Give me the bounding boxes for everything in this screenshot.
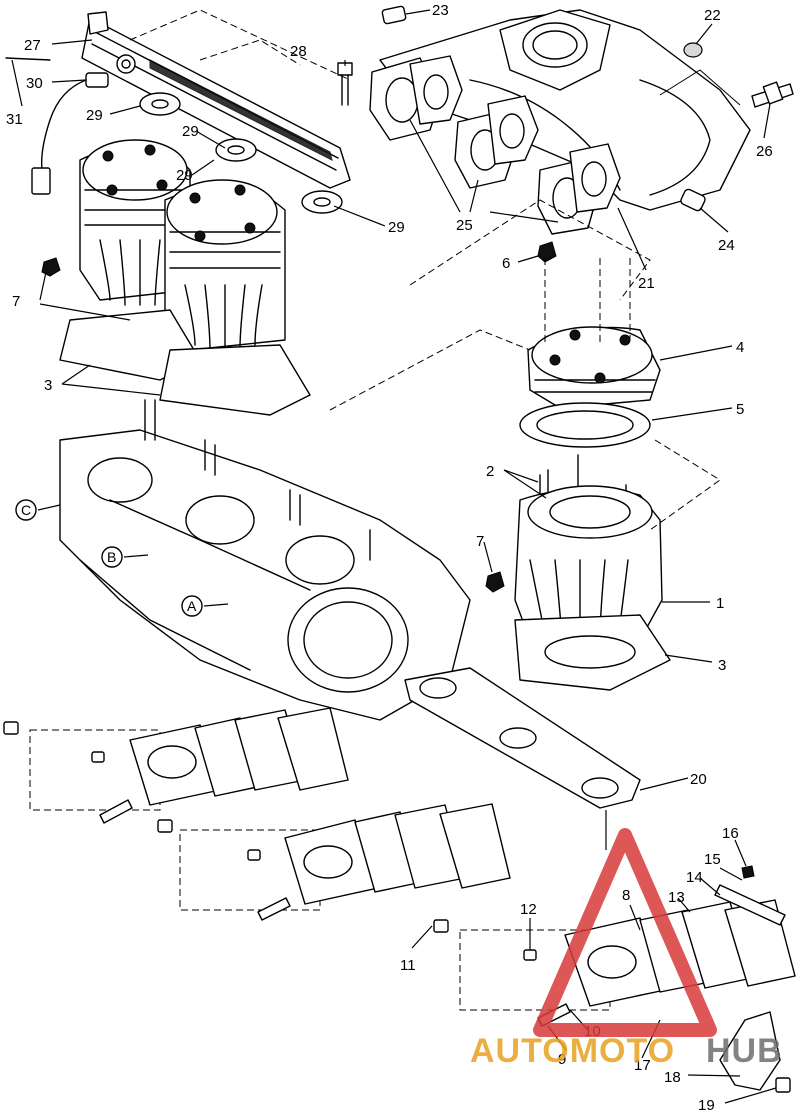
watermark-text-hub: HUB <box>706 1032 783 1070</box>
callout-29-a: 29 <box>86 107 103 124</box>
callout-26: 26 <box>756 143 773 160</box>
watermark: AUTOMOTO HUB <box>470 828 783 1070</box>
callout-31: 31 <box>6 111 23 128</box>
callout-11: 11 <box>400 957 416 974</box>
reed-valve-assembly-middle <box>157 803 511 921</box>
callout-1: 1 <box>716 595 724 612</box>
callout-letter-a: A <box>187 598 197 614</box>
nut-7-right <box>485 571 505 593</box>
base-gaskets-top <box>59 309 311 416</box>
callout-5: 5 <box>736 401 744 418</box>
callout-letter-b: B <box>107 549 116 565</box>
callout-3-right: 3 <box>718 657 726 674</box>
exhaust-fittings <box>381 5 794 212</box>
callout-12: 12 <box>520 901 537 918</box>
leader-lines <box>11 9 777 1104</box>
callout-labels: 31 30 27 29 29 29 29 28 23 22 26 25 24 2… <box>6 2 773 1113</box>
coolant-rail <box>81 11 351 189</box>
callout-19: 19 <box>698 1097 715 1113</box>
crankcase-letter-markers <box>15 499 203 617</box>
bolt-28 <box>337 62 353 106</box>
callout-20: 20 <box>690 771 707 788</box>
callout-14: 14 <box>686 869 703 886</box>
callout-27: 27 <box>24 37 41 54</box>
callout-25: 25 <box>456 217 473 234</box>
reed-valve-assembly-top <box>3 707 349 824</box>
cylinder-1 <box>514 485 663 641</box>
nut-7-top <box>41 257 61 277</box>
base-gasket-3-right <box>514 614 671 691</box>
callout-15: 15 <box>704 851 721 868</box>
nut-6 <box>537 241 557 263</box>
callout-8: 8 <box>622 887 630 904</box>
callout-16: 16 <box>722 825 739 842</box>
callout-28: 28 <box>290 43 307 60</box>
assembly-dash-lines <box>129 9 721 531</box>
temperature-sensor <box>5 57 109 195</box>
callout-7-top: 7 <box>12 293 20 310</box>
callout-30: 30 <box>26 75 43 92</box>
crankcase <box>59 399 471 721</box>
callout-23: 23 <box>432 2 449 19</box>
exhaust-plate-20 <box>404 667 641 809</box>
callout-7-right: 7 <box>476 533 484 550</box>
callout-29-c: 29 <box>176 167 193 184</box>
callout-4: 4 <box>736 339 744 356</box>
callout-18: 18 <box>664 1069 681 1086</box>
callout-22: 22 <box>704 7 721 24</box>
callout-letter-c: C <box>21 502 31 518</box>
callout-24: 24 <box>718 237 735 254</box>
watermark-text-automoto: AUTOMOTO <box>470 1032 675 1070</box>
watermark-triangle-logo <box>533 828 717 1037</box>
callout-6: 6 <box>502 255 510 272</box>
callout-29-d: 29 <box>388 219 405 236</box>
head-gasket-5 <box>519 402 651 448</box>
callout-21: 21 <box>638 275 655 292</box>
rail-gaskets <box>139 92 343 214</box>
callout-13: 13 <box>668 889 685 906</box>
exhaust-gaskets <box>369 55 621 235</box>
callout-2: 2 <box>486 463 494 480</box>
callout-3-top: 3 <box>44 377 52 394</box>
callout-9: 9 <box>558 1051 566 1068</box>
callout-17: 17 <box>634 1057 651 1074</box>
cylinder-head-4 <box>527 326 661 409</box>
callout-29-b: 29 <box>182 123 199 140</box>
cylinder-pair <box>79 139 286 351</box>
